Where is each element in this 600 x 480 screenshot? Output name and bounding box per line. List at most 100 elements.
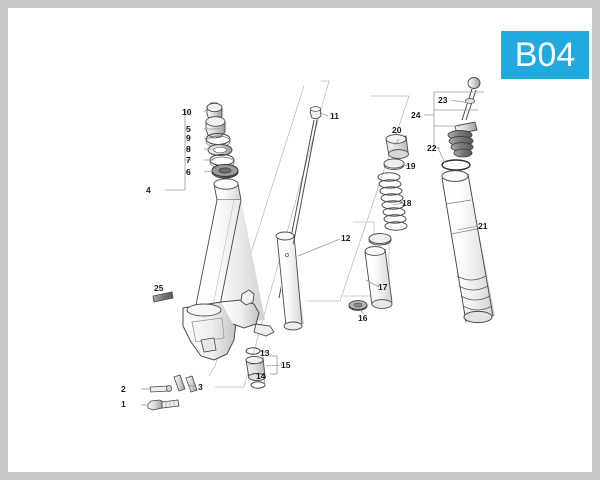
callout-label-21: 21	[478, 221, 488, 231]
callout-label-20: 20	[392, 125, 402, 135]
part-23-boot	[447, 129, 474, 158]
part-23-stem-left	[461, 88, 473, 121]
part-12-bottom-rim	[283, 321, 303, 331]
part-12-edge-left	[276, 235, 287, 327]
callout-label-11: 11	[330, 111, 339, 121]
part-3-pin-a	[173, 374, 186, 392]
right-fork-tube-assembly	[441, 77, 495, 324]
callout-label-12: 12	[341, 233, 351, 243]
fasteners-lower-left	[147, 291, 198, 411]
part-21-step-1	[445, 199, 472, 205]
part-21-step-2	[450, 228, 478, 235]
leader-23	[450, 99, 470, 104]
callout-label-7: 7	[186, 155, 191, 165]
callout-label-25: 25	[154, 283, 164, 293]
callout-label-8: 8	[186, 144, 191, 154]
part-21-threads	[456, 275, 493, 311]
part-21-tube-bottom-rim	[463, 310, 493, 324]
fork-leg-panel	[191, 317, 225, 343]
part-11-nut-top	[310, 106, 321, 112]
leader-15	[265, 364, 283, 367]
part-3-pin-b	[185, 375, 198, 393]
part-12-port	[285, 253, 289, 257]
callout-label-15: 15	[281, 360, 291, 370]
fork-leg-axle-lug	[253, 323, 275, 337]
part-1-bolt-head	[147, 399, 164, 411]
callout-label-1: 1	[121, 399, 126, 409]
part-23-stem-right	[465, 89, 477, 121]
group-outline-right-top	[394, 72, 478, 81]
part-21-tube-left	[441, 177, 467, 323]
leader-14	[263, 375, 266, 386]
part-1-bolt-shank	[161, 399, 180, 409]
leader-21	[457, 225, 479, 231]
part-21-tube-top-rim	[441, 170, 469, 182]
callout-label-24: 24	[411, 110, 421, 120]
callout-label-17: 17	[378, 282, 388, 292]
damper-rod-assembly	[245, 106, 322, 389]
part-15-groove	[247, 362, 265, 366]
leader-10	[203, 108, 208, 113]
callout-leaders	[141, 91, 484, 406]
callout-label-9: 9	[186, 133, 191, 143]
leader-20	[394, 138, 400, 146]
fork-leg-clamp	[200, 337, 217, 353]
part-10-cap-top	[206, 102, 223, 113]
part-20-cap-bottom	[388, 149, 409, 159]
part-17-seat-top	[368, 233, 392, 244]
group-outline-spring	[307, 95, 410, 302]
leader-18	[392, 202, 404, 206]
fork-tube-highlight	[210, 199, 235, 317]
fork-leg-upper-rim	[186, 303, 222, 317]
part-15-piston-bottom	[248, 372, 266, 382]
part-22-oring	[441, 159, 471, 171]
part-19-seat-top	[383, 158, 405, 169]
group-outline-left-assembly	[208, 85, 305, 377]
part-17-tube-left	[364, 251, 373, 306]
callout-label-16: 16	[358, 313, 368, 323]
part-2-pin-head	[165, 385, 172, 392]
fork-leg-boss	[240, 289, 255, 306]
part-21-tube-right	[467, 173, 494, 317]
group-outline-left-foot	[204, 376, 211, 386]
callout-label-10: 10	[182, 107, 192, 117]
part-14-ring	[250, 381, 266, 389]
part-17-tube-top-rim	[364, 246, 386, 256]
part-17-tube-bottom-rim	[371, 299, 393, 309]
diagram-canvas: 1 2 3 4 5 6 7 8 9 10 11 12 13 14 15 16 1…	[8, 8, 592, 472]
callout-label-19: 19	[406, 161, 416, 171]
leader-17	[365, 279, 380, 288]
callout-label-6: 6	[186, 167, 191, 177]
leader-6	[203, 170, 215, 173]
callout-label-14: 14	[256, 371, 266, 381]
fork-bottom-leg	[182, 289, 275, 361]
callout-label-22: 22	[427, 143, 437, 153]
leader-13	[259, 350, 269, 354]
group-outline-a	[304, 86, 314, 104]
callout-label-13: 13	[260, 348, 270, 358]
callout-label-23: 23	[438, 95, 448, 105]
leader-16	[359, 309, 365, 315]
fork-tube-edge-right	[216, 199, 242, 321]
part-17-tube-right	[384, 248, 393, 303]
leader-11	[320, 112, 329, 117]
leader-22	[437, 147, 446, 164]
part-8-washer-hole	[213, 146, 227, 154]
callout-label-3: 3	[198, 382, 203, 392]
spring-assembly	[348, 134, 409, 311]
fork-tube-edge-left	[192, 199, 218, 321]
part-6-seal-hole	[218, 167, 232, 174]
leader-3	[188, 384, 197, 388]
section-badge: B04	[501, 31, 589, 79]
callout-label-2: 2	[121, 384, 126, 394]
part-20-cap-top	[385, 134, 407, 144]
callout-label-4: 4	[146, 185, 151, 195]
part-25-key	[152, 291, 174, 303]
callout-label-18: 18	[402, 198, 412, 208]
part-12-top-rim	[275, 231, 295, 241]
part-5-collar-top	[205, 116, 226, 127]
fork-tube-top-rim	[213, 178, 239, 190]
part-16-ring-hole	[353, 302, 363, 308]
part-17-tube-fill	[365, 249, 392, 306]
